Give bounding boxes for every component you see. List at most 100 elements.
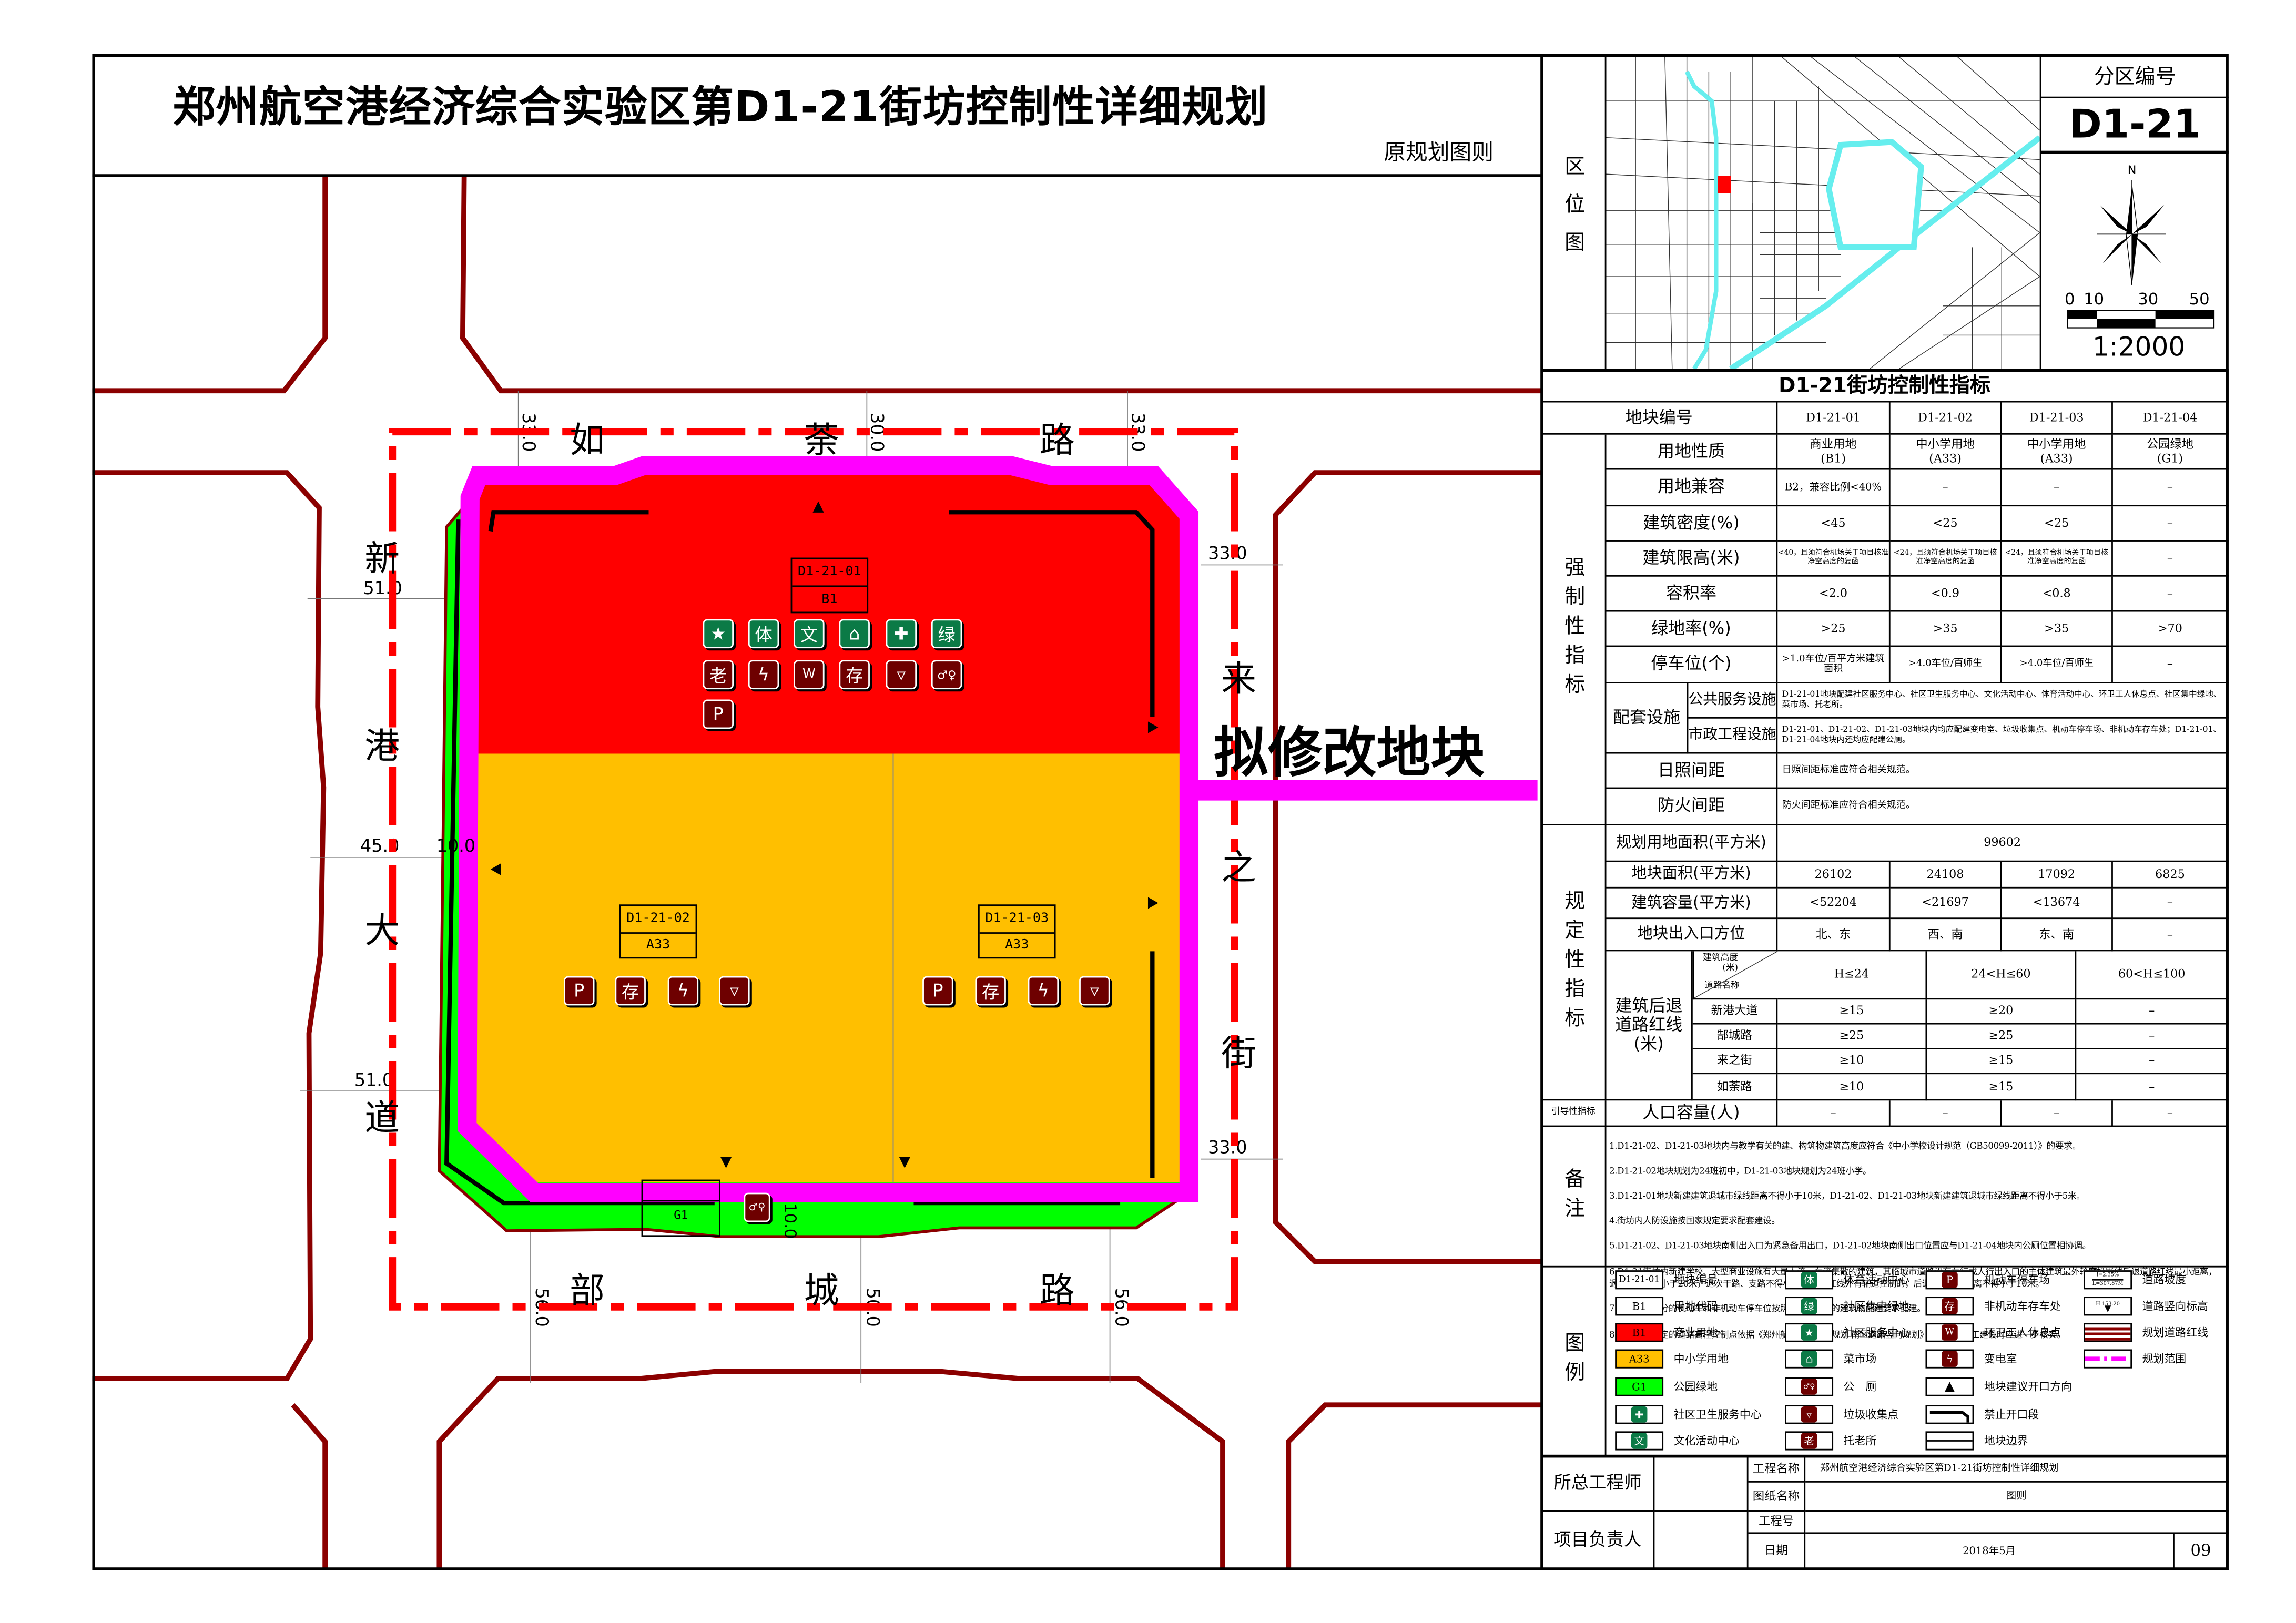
legend-label: 商业用地 — [1673, 1325, 1718, 1339]
worker-shelter-icon: W — [1942, 1324, 1958, 1341]
road-name-south: 城 — [804, 1270, 839, 1311]
cell: <21697 — [1890, 888, 2002, 920]
cell: – — [2112, 541, 2229, 577]
row-label: 用地兼容 — [1606, 469, 1778, 507]
legend-land-code-sample: B1 — [1615, 1297, 1664, 1316]
notes-category: 备注 — [1541, 1127, 1607, 1268]
legend-bike-sample: 存 — [1925, 1297, 1974, 1316]
site-location-marker — [1718, 176, 1731, 193]
health-cross-icon: ✚ — [886, 619, 917, 649]
plot-code: G1 — [674, 1208, 688, 1222]
setback-road: 来之街 — [1692, 1049, 1778, 1075]
scale-bar — [2067, 310, 2215, 329]
culture-center-icon: 文 — [794, 619, 825, 649]
cell: 中小学用地 (A33) — [2002, 434, 2113, 470]
bike-storage-icon: 存 — [839, 660, 870, 690]
legend-label: 非机动车存车处 — [1984, 1299, 2061, 1313]
cell: – — [2112, 919, 2229, 952]
zone-label: 分区编号 — [2041, 54, 2229, 98]
legend-parking-sample: P — [1925, 1270, 1974, 1290]
setback-road: 如荼路 — [1692, 1074, 1778, 1101]
plot-d1-21-02-03-school[interactable] — [469, 753, 1186, 1183]
cell: >35 — [1890, 611, 2002, 647]
legend-label: 道路竖向标高 — [2142, 1299, 2208, 1313]
parking-icon: P — [922, 976, 953, 1006]
cell: >70 — [2112, 611, 2229, 647]
legend-label: 公 厕 — [1843, 1380, 1877, 1393]
project-no-label: 工程号 — [1748, 1512, 1806, 1534]
legend-label: 社区服务中心 — [1843, 1325, 1909, 1339]
elderly-care-icon: 老 — [1801, 1433, 1817, 1449]
plot-label-d1-21-04: G1 — [641, 1179, 720, 1237]
cell: ≥25 — [1777, 1024, 1927, 1049]
location-map — [1606, 57, 2040, 369]
sunlight-value: 日照间距标准应符合相关规范。 — [1777, 753, 2229, 789]
facilities-label: 配套设施 — [1606, 683, 1689, 754]
cell: – — [2112, 888, 2229, 920]
legend-label: 菜市场 — [1843, 1352, 1877, 1366]
floor-area-label: 建筑容量(平方米) — [1606, 888, 1778, 920]
note-item: 4.街坊内人防设施按国家规定要求配套建设。 — [1609, 1216, 1780, 1227]
elevation-marker-icon: H 153.20 ▼ — [2084, 1297, 2132, 1316]
cell: ≥25 — [1927, 1024, 2077, 1049]
opening-arrow-icon: ▼ — [720, 1153, 732, 1170]
plot-boundary-icon — [1925, 1431, 1974, 1451]
legend-commercial-swatch: B1 — [1615, 1323, 1664, 1342]
trash-collection-icon: ▿ — [719, 976, 750, 1006]
cell: <24，且须符合机场关于项目核准净空高度的复函 — [1890, 541, 2002, 577]
sheet-number: 09 — [2174, 1534, 2229, 1570]
project-name-label: 工程名称 — [1748, 1456, 1806, 1483]
cell: – — [2112, 576, 2229, 612]
legend-label: 环卫工人休息点 — [1984, 1325, 2061, 1339]
sports-center-icon: 体 — [748, 619, 779, 649]
sheet-subtitle: 原规划图则 — [1384, 139, 1494, 166]
note-item: 7.用地兼容部分的机动车和非机动车停车位按照所兼容性质的建筑物配建要求配建。 — [1609, 1304, 1926, 1315]
toilet-icon: ♂♀ — [1801, 1379, 1817, 1395]
legend-label: 文化活动中心 — [1673, 1434, 1740, 1447]
slope-sample-bottom: L=307.87M — [2092, 1280, 2124, 1287]
row-label: 建筑限高(米) — [1606, 541, 1778, 577]
row-label: 容积率 — [1606, 576, 1778, 612]
dim-east-1: 33.0 — [1208, 543, 1247, 563]
legend-label: 用地代码 — [1673, 1299, 1718, 1313]
road-name-south: 路 — [1040, 1270, 1075, 1311]
legend-green-sample: 绿 — [1785, 1297, 1834, 1316]
no-opening-icon — [1925, 1405, 1974, 1424]
opening-arrow-icon: ▲ — [812, 497, 824, 514]
cell: 24108 — [1890, 862, 2002, 889]
road-name-north: 如 — [570, 420, 605, 461]
cell: 6825 — [2112, 862, 2229, 889]
red-line-icon — [2084, 1323, 2132, 1342]
setback-road: 郜城路 — [1692, 1024, 1778, 1049]
parking-icon: P — [563, 976, 595, 1006]
road-name-west: 道 — [364, 1097, 400, 1138]
opening-arrow-icon: ▼ — [899, 1153, 911, 1170]
header-plot-id: D1-21-02 — [1890, 402, 2002, 435]
elderly-care-icon: 老 — [703, 660, 734, 690]
project-lead-signature — [1654, 1512, 1749, 1570]
slope-sample-top: i=2.35% — [2092, 1272, 2124, 1281]
setback-road: 新港大道 — [1692, 999, 1778, 1025]
setback-col: 60<H≤100 — [2076, 951, 2229, 1000]
notes-list: 1.D1-21-02、D1-21-03地块内与教学有关的建、构筑物建筑高度应符合… — [1606, 1127, 2229, 1340]
toilet-icon: ♂♀ — [931, 660, 962, 690]
setback-corner: 建筑高度(米) 道路名称 — [1692, 951, 1778, 1000]
cell: – — [2002, 1100, 2113, 1127]
green-space-icon: 绿 — [931, 619, 962, 649]
cell: ≥10 — [1777, 1074, 1927, 1101]
header-plot-id-label: 地块编号 — [1541, 402, 1778, 435]
legend-label: 规划范围 — [2142, 1352, 2187, 1366]
legend-label: 中小学用地 — [1673, 1352, 1729, 1366]
plot-id: D1-21-02 — [621, 906, 696, 933]
legend-label: 地块建议开口方向 — [1984, 1380, 2072, 1393]
road-red-lines — [92, 175, 1542, 1570]
trash-collection-icon: ▿ — [1801, 1406, 1817, 1423]
date-label: 日期 — [1748, 1534, 1806, 1570]
header-plot-id: D1-21-04 — [2112, 402, 2229, 435]
dim-west-3: 10.0 — [436, 835, 475, 856]
legend-culture-sample: 文 — [1615, 1431, 1664, 1451]
cell: 26102 — [1777, 862, 1891, 889]
power-station-icon: ϟ — [1028, 976, 1059, 1006]
road-name-west: 新 — [364, 538, 400, 579]
